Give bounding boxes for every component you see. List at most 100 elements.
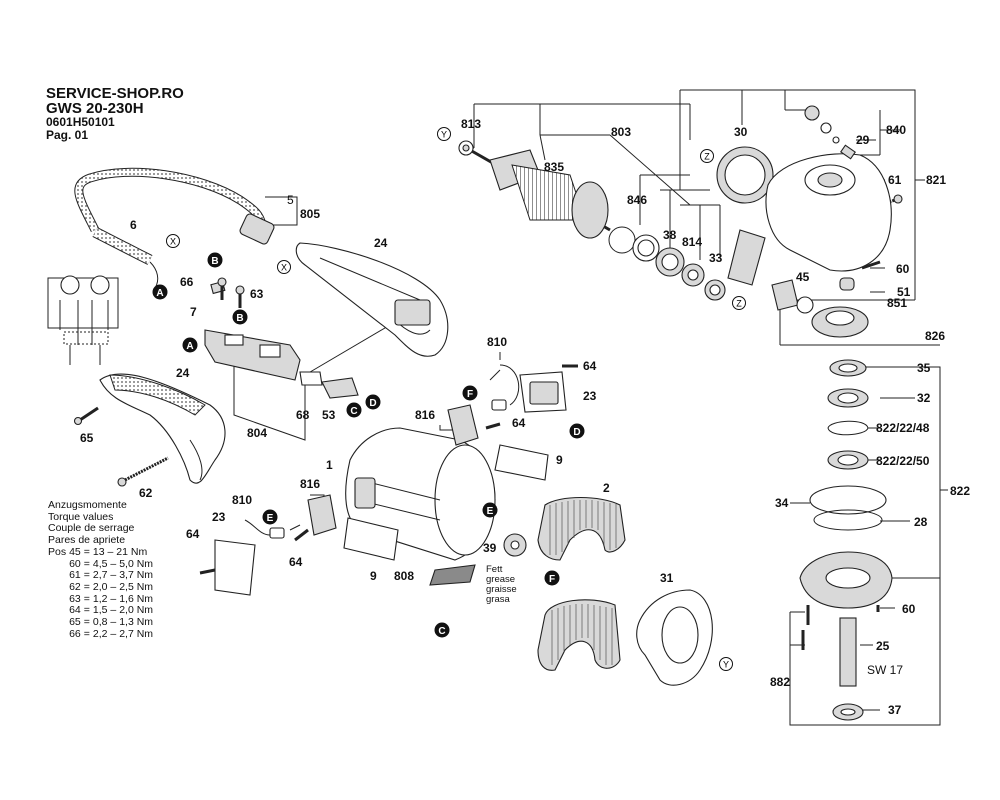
label-9-upper: 9 <box>556 453 563 467</box>
callout-e-motor: E <box>482 502 498 518</box>
svg-text:C: C <box>350 406 357 417</box>
label-68: 68 <box>296 408 310 422</box>
brush-holders <box>244 364 520 539</box>
callout-f-upper: F <box>462 385 478 401</box>
field-coil-lower <box>537 599 621 671</box>
grease-note-de: Fett <box>486 564 503 575</box>
label-804: 804 <box>247 426 267 440</box>
label-803: 803 <box>611 125 631 139</box>
label-810-upper: 810 <box>487 335 507 349</box>
label-32: 32 <box>917 391 931 405</box>
label-34: 34 <box>775 496 789 510</box>
label-840: 840 <box>886 123 906 137</box>
part-code: 0601H50101 <box>46 115 115 129</box>
torque-row: 64=1,5 – 2,0 Nm <box>48 605 156 617</box>
field-coil-upper <box>537 497 626 561</box>
bearings <box>608 226 726 301</box>
torque-eq: = <box>83 616 90 629</box>
label-62: 62 <box>139 486 153 500</box>
svg-text:F: F <box>549 574 555 585</box>
svg-text:E: E <box>487 506 494 517</box>
handle-housing-upper <box>295 242 449 357</box>
switch-assembly <box>204 280 359 399</box>
gear-housing <box>716 105 892 286</box>
svg-text:B: B <box>211 256 218 267</box>
part-labels: 813 803 835 846 38 814 33 30 840 29 821 … <box>80 117 970 717</box>
svg-text:F: F <box>467 389 473 400</box>
spindle-assembly <box>799 359 893 721</box>
callout-y-armature: Y <box>437 127 451 141</box>
torque-row: 61=2,7 – 3,7 Nm <box>48 570 156 582</box>
label-25: 25 <box>876 639 890 653</box>
pinion-and-gear <box>771 277 869 338</box>
label-846: 846 <box>627 193 647 207</box>
svg-text:A: A <box>156 288 163 299</box>
armature <box>458 140 611 239</box>
page-number: Pag. 01 <box>46 128 89 142</box>
label-30: 30 <box>734 125 748 139</box>
torque-row: 65=0,8 – 1,3 Nm <box>48 616 156 629</box>
torque-pos: 66 <box>69 627 81 640</box>
torque-eq: = <box>83 580 90 593</box>
torque-eq: = <box>83 557 90 570</box>
fan <box>503 533 527 557</box>
label-7: 7 <box>190 305 197 319</box>
torque-table: Anzugsmomente Torque values Couple de se… <box>48 499 156 641</box>
label-60-lower: 60 <box>902 602 916 616</box>
connector-callouts: A B B A C D F D E E F C <box>152 252 585 638</box>
torque-eq: = <box>83 604 90 617</box>
torque-range: 0,8 – 1,3 Nm <box>92 616 154 629</box>
label-805: 805 <box>300 207 320 221</box>
callout-e-left: E <box>262 509 278 525</box>
label-822-22-48: 822/22/48 <box>876 421 930 435</box>
torque-pos: 65 <box>69 616 81 629</box>
label-64-mid: 64 <box>512 416 526 430</box>
torque-range: 2,2 – 2,7 Nm <box>92 627 154 640</box>
bracket-lines <box>233 89 948 726</box>
torque-range: 2,0 – 2,5 Nm <box>92 580 154 593</box>
label-39: 39 <box>483 541 497 555</box>
label-33: 33 <box>709 251 723 265</box>
svg-text:D: D <box>573 427 580 438</box>
torque-pos: 64 <box>69 604 81 617</box>
header-block: SERVICE-SHOP.RO GWS 20-230H 0601H50101 P… <box>46 86 184 142</box>
label-826: 826 <box>925 329 945 343</box>
label-23-upper: 23 <box>583 389 597 403</box>
torque-eq: = <box>83 627 90 640</box>
callout-b-switch: B <box>232 309 248 325</box>
insulation-sheets <box>343 444 549 586</box>
label-61: 61 <box>888 173 902 187</box>
label-64-left: 64 <box>186 527 200 541</box>
power-cord <box>74 167 275 289</box>
svg-text:Z: Z <box>736 299 742 309</box>
label-816-upper: 816 <box>415 408 435 422</box>
label-23-lower: 23 <box>212 510 226 524</box>
torque-range: 1,5 – 2,0 Nm <box>92 604 154 617</box>
torque-row: 60=4,5 – 5,0 Nm <box>48 557 156 571</box>
callout-c-coil: C <box>434 622 450 638</box>
label-816-lower: 816 <box>300 477 320 491</box>
svg-text:E: E <box>267 513 274 524</box>
svg-text:B: B <box>236 313 243 324</box>
label-1: 1 <box>326 458 333 472</box>
torque-range: 2,7 – 3,7 Nm <box>92 569 154 582</box>
label-60-upper: 60 <box>896 262 910 276</box>
torque-pos: 62 <box>69 580 81 593</box>
callout-x-housing: X <box>277 260 291 274</box>
rear-cap <box>636 589 713 686</box>
svg-text:C: C <box>438 626 445 637</box>
label-851: 851 <box>887 296 907 310</box>
model-name: GWS 20-230H <box>46 100 144 117</box>
label-2: 2 <box>603 481 610 495</box>
torque-eq: = <box>83 592 90 605</box>
callout-z-gear: Z <box>700 149 714 163</box>
grease-note-en: grease <box>486 574 515 585</box>
torque-row: 62=2,0 – 2,5 Nm <box>48 580 156 594</box>
label-814: 814 <box>682 235 702 249</box>
callout-a-switch: A <box>182 337 198 353</box>
callout-d-switch: D <box>365 394 381 410</box>
torque-row: 66=2,2 – 2,7 Nm <box>48 627 156 641</box>
callout-d-motor: D <box>569 423 585 439</box>
torque-title-es: Pares de apriete <box>48 534 126 547</box>
